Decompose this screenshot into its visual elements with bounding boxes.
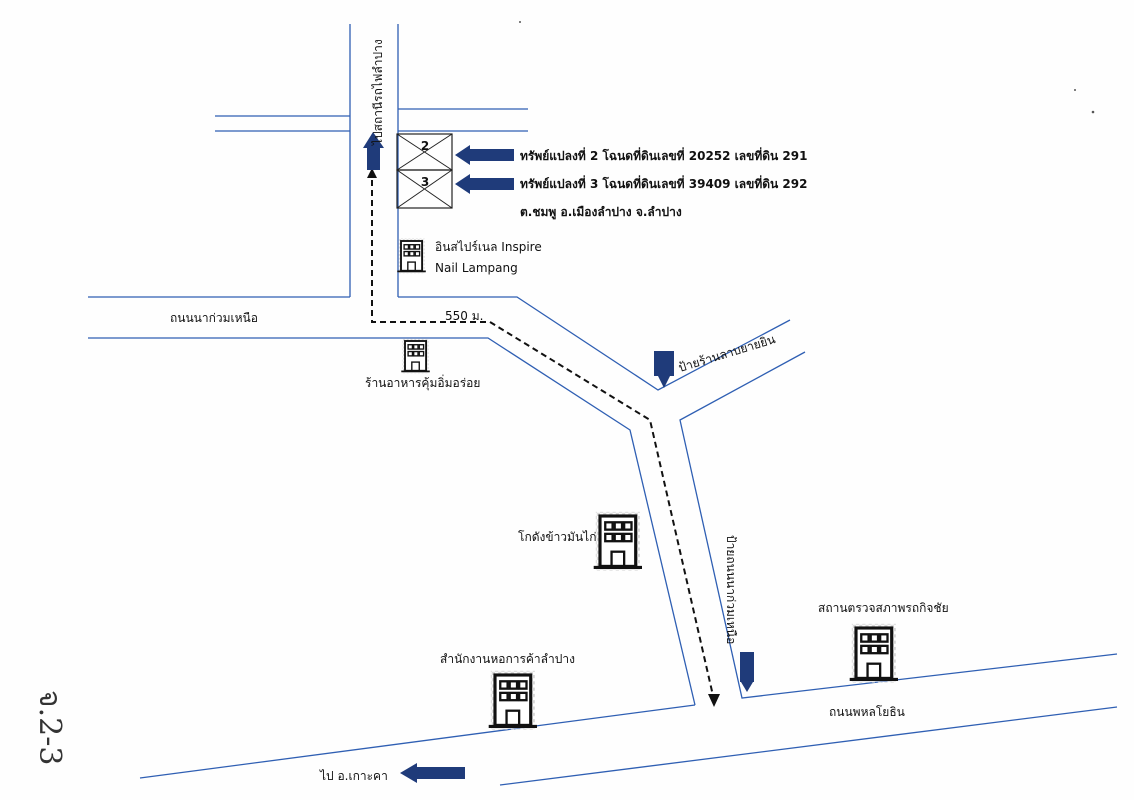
landmark-inspection-building-icon (848, 622, 900, 685)
label-na-kuam-nuea-sign: ป้ายถนนนาก่วมเหนือ (724, 535, 738, 644)
sign-yai-yin-icon (654, 351, 674, 388)
label-yai-yin-sign: ป้ายร้านลาบยายยิน (677, 332, 777, 375)
label-warehouse: โกดังข้าวมันไก่ (518, 530, 596, 544)
landmark-warehouse-building-icon (592, 510, 644, 573)
label-inspire-line1: อินสไปร์เนล Inspire (435, 240, 542, 254)
landmark-inspire-building-icon (396, 237, 427, 275)
route-end-arrowhead (708, 694, 720, 707)
road-main-south (139, 704, 696, 779)
label-phahon-yothin-road: ถนนพหลโยธิน (829, 705, 905, 719)
parcel-2-info: ทรัพย์แปลงที่ 2 โฉนดที่ดินเลขที่ 20252 เ… (520, 147, 807, 163)
road-phahon-south-edge (499, 706, 1118, 786)
label-restaurant: ร้านอาหารคุ้มอิ่มอร่อย (365, 374, 480, 391)
parcel-2-number: 2 (421, 139, 429, 153)
landmark-restaurant-building-icon (400, 337, 431, 375)
sign-na-kuam-nuea-icon (740, 652, 754, 692)
parcel-3-box (396, 169, 453, 209)
road-na-kuam-nuea-south-edge (88, 337, 696, 706)
route-path (371, 170, 715, 701)
handwritten-page-mark: จ.2-3 (32, 690, 67, 765)
parcel-2-arrow-shaft (470, 149, 514, 161)
parcel-3-number: 3 (421, 175, 429, 189)
road-network (88, 24, 1118, 786)
landmark-commerce-office-building-icon (487, 669, 539, 732)
scan-speck (1091, 110, 1095, 114)
parcel-3-info: ทรัพย์แปลงที่ 3 โฉนดที่ดินเลขที่ 39409 เ… (520, 175, 807, 191)
label-to-ko-kha: ไป อ.เกาะคา (319, 769, 388, 783)
location-address: ต.ชมพู อ.เมืองลำปาง จ.ลำปาง (520, 205, 682, 220)
parcel-3-arrow-icon (455, 174, 470, 194)
label-commerce-office: สำนักงานหอการค้าลำปาง (440, 652, 575, 666)
label-to-lampang-station: ไปสถานีรถไฟลำปาง (371, 39, 385, 146)
label-na-kuam-nuea-road: ถนนนาก่วมเหนือ (170, 311, 258, 325)
parcel-pointer-arrows (455, 145, 514, 194)
route-start-arrowhead (367, 168, 377, 178)
scan-speck (519, 21, 521, 23)
parcel-2-arrow-icon (455, 145, 470, 165)
label-distance: 550 ม. (445, 309, 483, 323)
north-arrow-icon (363, 132, 384, 170)
parcel-3-arrow-shaft (470, 178, 514, 190)
parcel-boxes: 2 3 (396, 133, 453, 209)
road-diagonal-north-edge (398, 296, 791, 391)
arrow-to-ko-kha-icon (400, 763, 465, 783)
label-inspection-station: สถานตรวจสภาพรถกิจชัย (818, 601, 949, 615)
road-yai-yin-edge (679, 351, 1118, 699)
scan-speck (1074, 89, 1076, 91)
label-inspire-line2: Nail Lampang (435, 261, 518, 275)
